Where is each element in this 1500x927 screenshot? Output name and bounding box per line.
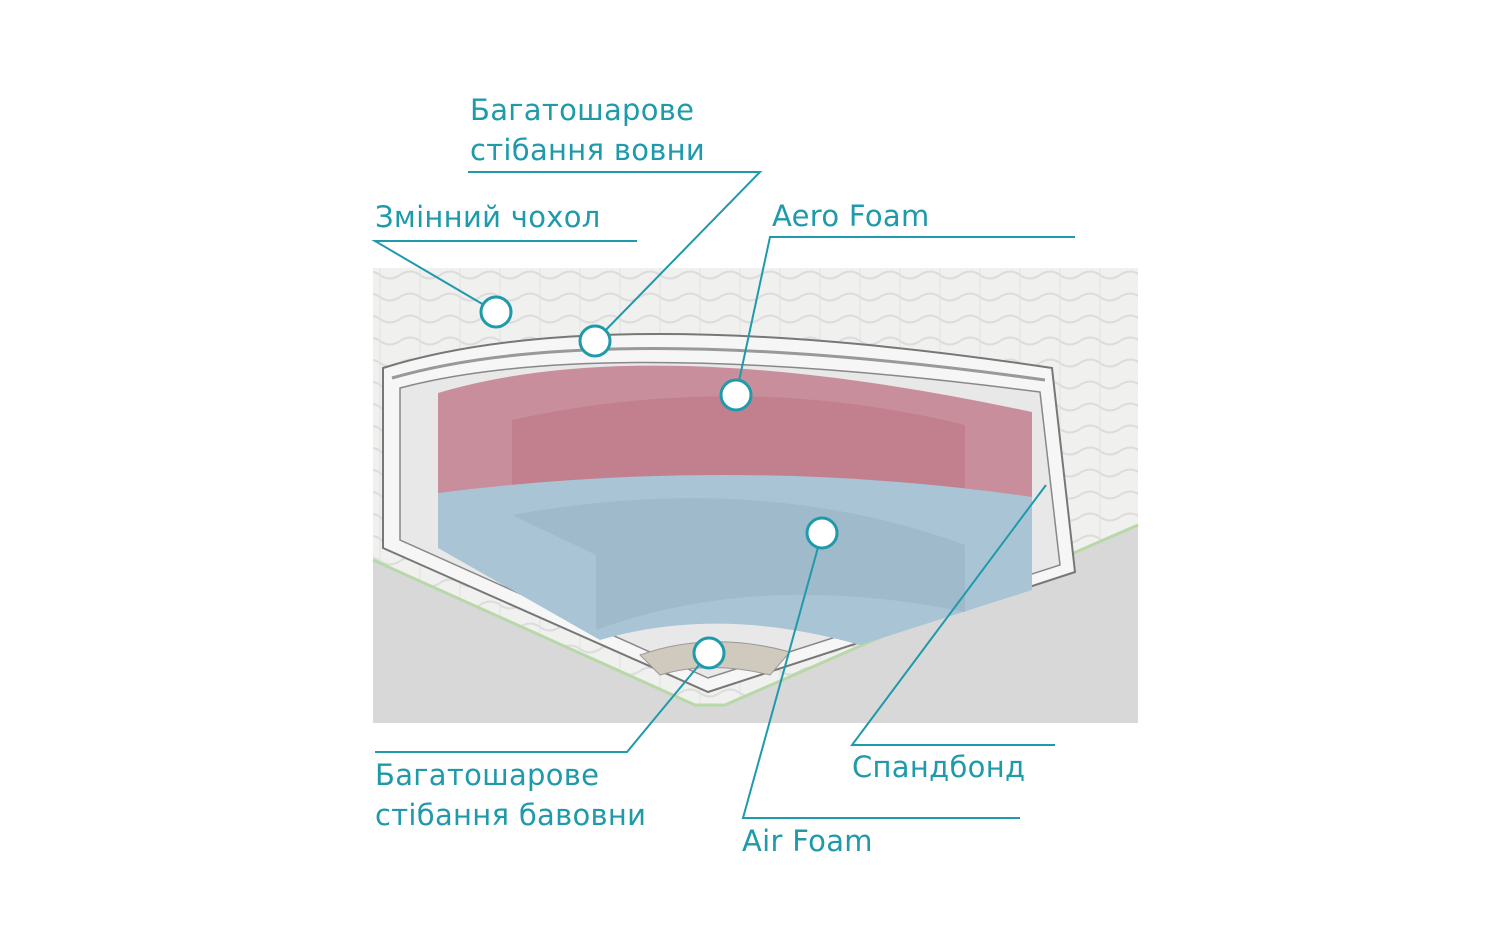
label-cotton-line2: стібання бавовни: [375, 798, 647, 832]
marker-aero: [719, 378, 753, 412]
leader-wool: [468, 171, 763, 342]
leader-cover: [371, 240, 637, 313]
label-air-foam: Air Foam: [742, 824, 873, 858]
leader-cotton: [375, 652, 710, 753]
label-cotton-line1: Багатошарове: [375, 758, 600, 792]
marker-cotton: [692, 636, 726, 670]
label-wool-line1: Багатошарове: [470, 93, 695, 127]
label-wool-line2: стібання вовни: [470, 133, 706, 167]
leader-air: [741, 532, 1020, 819]
marker-wool: [578, 324, 612, 358]
marker-air: [805, 516, 839, 550]
markers: [479, 295, 839, 670]
marker-cover: [479, 295, 513, 329]
leader-lines: [371, 171, 1075, 819]
air-foam-front-face: [512, 498, 965, 630]
label-aero-foam: Aero Foam: [772, 199, 930, 233]
leader-aero: [735, 236, 1075, 396]
label-spunbond: Спандбонд: [852, 750, 1026, 784]
label-removable-cover: Змінний чохол: [375, 200, 601, 234]
leader-spunbond: [850, 484, 1055, 746]
wool-layer-line: [391, 347, 1046, 382]
